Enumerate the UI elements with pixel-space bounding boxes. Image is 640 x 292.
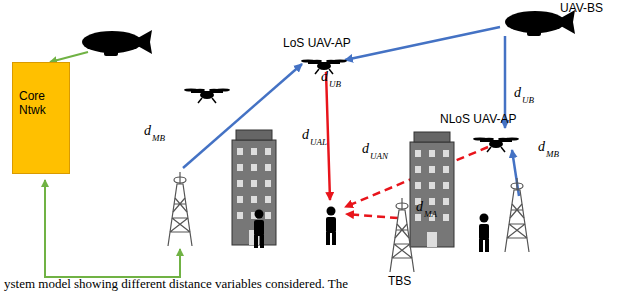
distance-subscript: MB (152, 133, 165, 143)
device-label: LoS UAV-AP (283, 36, 351, 50)
figure-caption: ystem model showing different distance v… (4, 277, 348, 291)
distance-symbol: d (538, 140, 545, 154)
distance-subscript: UB (522, 95, 534, 105)
distance-symbol: d (416, 200, 423, 214)
distance-symbol: d (362, 142, 369, 156)
distance-symbol: d (514, 86, 521, 100)
node-text: Core Ntwk (19, 89, 65, 117)
distance-subscript: MA (424, 209, 437, 219)
device-label: NLoS UAV-AP (440, 112, 516, 126)
distance-subscript: UB (329, 79, 341, 89)
distance-subscript: UAN (370, 151, 388, 161)
distance-subscript: UAL (310, 137, 327, 147)
distance-subscript: MB (546, 149, 559, 159)
distance-symbol: d (144, 124, 151, 138)
distance-symbol: d (302, 128, 309, 142)
distance-symbol: d (321, 70, 328, 84)
device-label: UAV-BS (560, 1, 603, 15)
device-label: TBS (388, 274, 411, 288)
core-network-box: Core Ntwk (12, 62, 70, 174)
